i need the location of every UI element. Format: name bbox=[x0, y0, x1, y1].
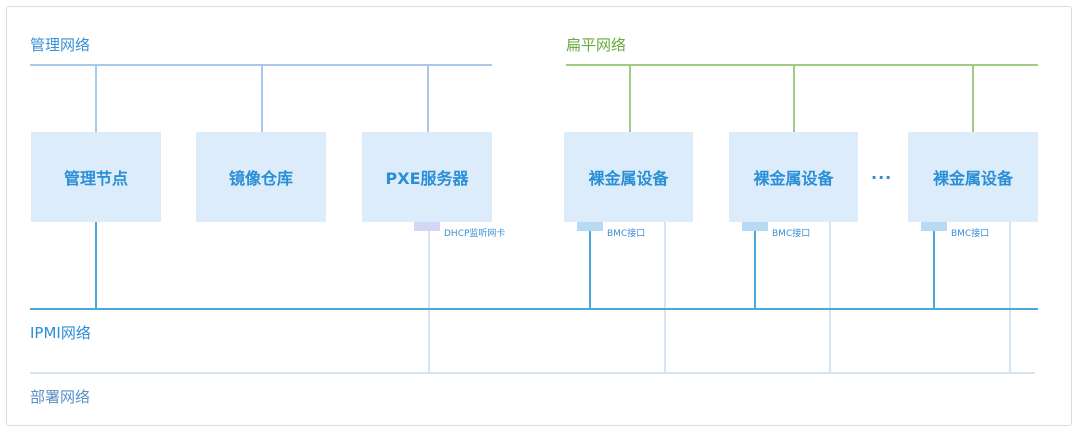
ipmi-riser-bmc-1 bbox=[589, 231, 591, 309]
deploy-riser-pxe bbox=[428, 230, 430, 373]
image-repository-label: 镜像仓库 bbox=[228, 169, 293, 188]
image-repository-box: 镜像仓库 bbox=[196, 132, 326, 222]
flat-drop-bare-metal-1 bbox=[629, 64, 631, 132]
bmc-port-1 bbox=[577, 222, 603, 231]
bare-metal-box-1: 裸金属设备 bbox=[564, 132, 693, 222]
ellipsis: ··· bbox=[871, 168, 893, 187]
bmc-port-3 bbox=[921, 222, 947, 231]
ipmi-riser-bmc-2 bbox=[754, 231, 756, 309]
management-drop-image-repo bbox=[261, 64, 263, 132]
flat-network-bus bbox=[566, 64, 1038, 66]
bare-metal-label-3: 裸金属设备 bbox=[932, 169, 1013, 188]
bmc-port-label-1: BMC接口 bbox=[607, 229, 646, 239]
flat-drop-bare-metal-2 bbox=[793, 64, 795, 132]
deploy-network-bus bbox=[30, 372, 1035, 374]
bare-metal-label-1: 裸金属设备 bbox=[588, 169, 669, 188]
diagram-frame bbox=[6, 6, 1072, 426]
management-node-box: 管理节点 bbox=[31, 132, 161, 222]
dhcp-port-label: DHCP监听网卡 bbox=[444, 229, 506, 239]
bare-metal-box-2: 裸金属设备 bbox=[729, 132, 858, 222]
deploy-riser-bare-metal-3 bbox=[1009, 222, 1011, 373]
deploy-network-label: 部署网络 bbox=[30, 388, 91, 406]
bmc-port-label-3: BMC接口 bbox=[951, 229, 990, 239]
management-node-label: 管理节点 bbox=[63, 169, 128, 188]
flat-network-label: 扁平网络 bbox=[566, 36, 627, 54]
management-network-label: 管理网络 bbox=[30, 36, 91, 54]
deploy-riser-bare-metal-2 bbox=[829, 222, 831, 373]
dhcp-port bbox=[414, 222, 440, 231]
ipmi-network-label: IPMI网络 bbox=[30, 324, 91, 342]
flat-drop-bare-metal-3 bbox=[972, 64, 974, 132]
deploy-riser-bare-metal-1 bbox=[664, 222, 666, 373]
pxe-server-box: PXE服务器 bbox=[362, 132, 492, 222]
management-drop-pxe-server bbox=[427, 64, 429, 132]
bmc-port-label-2: BMC接口 bbox=[772, 229, 811, 239]
bare-metal-label-2: 裸金属设备 bbox=[753, 169, 834, 188]
management-drop-mgmt-node bbox=[95, 64, 97, 132]
ipmi-network-bus bbox=[30, 308, 1038, 310]
ipmi-riser-mgmt-node bbox=[95, 222, 97, 309]
ipmi-riser-bmc-3 bbox=[933, 231, 935, 309]
pxe-server-label: PXE服务器 bbox=[385, 169, 469, 188]
bare-metal-box-3: 裸金属设备 bbox=[908, 132, 1038, 222]
bmc-port-2 bbox=[742, 222, 768, 231]
